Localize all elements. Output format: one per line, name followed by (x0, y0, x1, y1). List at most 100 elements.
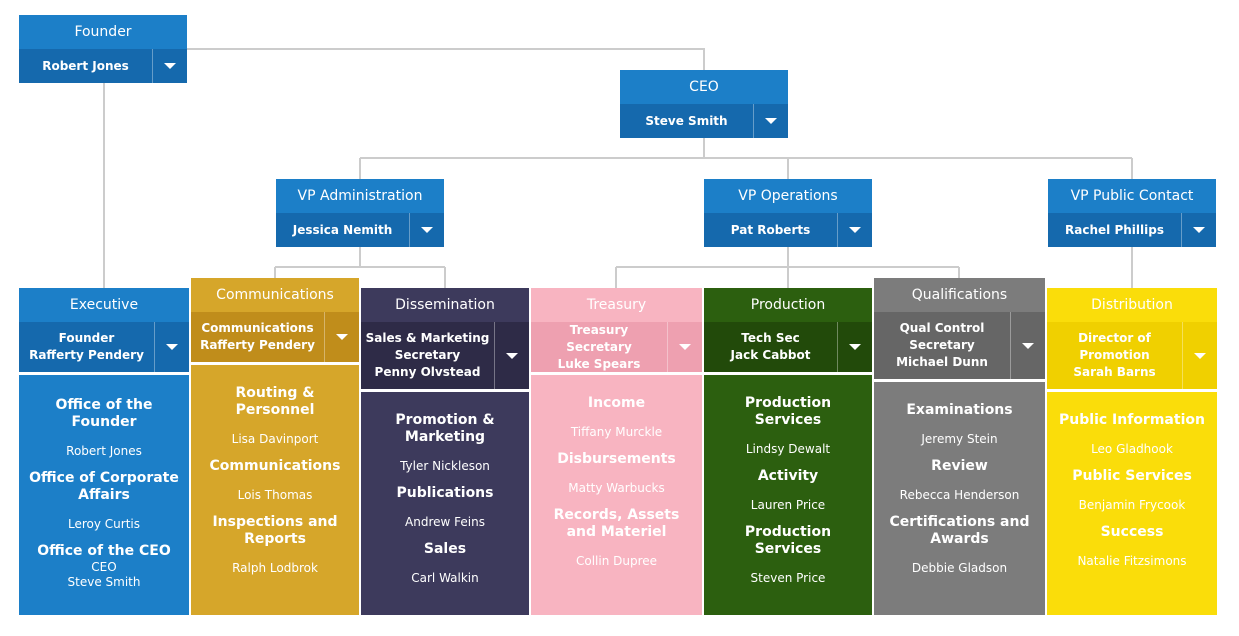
node-title: Communications (191, 278, 359, 312)
panel-dissemination: Promotion & Marketing Tyler Nickleson Pu… (361, 392, 529, 615)
dept-title: Certifications and Awards (889, 514, 1030, 547)
link-ceo-vps (359, 138, 1133, 180)
expand-toggle[interactable] (154, 322, 189, 372)
chevron-down-icon (1193, 227, 1205, 233)
node-title: VP Operations (704, 179, 872, 213)
dept-person: Lois Thomas (237, 488, 313, 502)
dept-title: Promotion & Marketing (395, 412, 495, 445)
chevron-down-icon (166, 344, 178, 350)
chevron-down-icon (1022, 342, 1034, 349)
dept-title: Income (587, 395, 646, 411)
chevron-down-icon (506, 352, 518, 359)
node-name: Communications Rafferty Pendery (200, 321, 315, 352)
dept-person: Andrew Feins (405, 515, 485, 529)
node-title: Founder (19, 15, 187, 49)
node-name: Jessica Nemith (292, 222, 393, 237)
dept-person: Carl Walkin (411, 571, 479, 585)
dept-title: Records, Assets and Materiel (553, 507, 680, 540)
dept-title: Review (931, 458, 988, 474)
dept-title: Communications (209, 458, 341, 474)
node-vp-public-contact[interactable]: VP Public Contact Rachel Phillips (1048, 179, 1216, 247)
node-production[interactable]: Production Tech Sec Jack Cabbot (704, 288, 872, 372)
expand-toggle[interactable] (837, 213, 872, 247)
dept-person: Leo Gladhook (1091, 442, 1173, 456)
expand-toggle[interactable] (753, 104, 788, 138)
dept-title: Publications (396, 485, 494, 501)
node-dissemination[interactable]: Dissemination Sales & Marketing Secretar… (361, 288, 529, 389)
node-executive[interactable]: Executive Founder Rafferty Pendery (19, 288, 189, 372)
dept-person: Rebecca Henderson (899, 488, 1020, 502)
panel-communications: Routing & Personnel Lisa Davinport Commu… (191, 365, 359, 615)
node-treasury[interactable]: Treasury Treasury Secretary Luke Spears (531, 288, 702, 372)
chevron-down-icon (679, 344, 691, 350)
node-title: Treasury (531, 288, 702, 322)
dept-person: Benjamin Frycook (1078, 498, 1186, 512)
chevron-down-icon (336, 334, 348, 340)
dept-person: Lisa Davinport (231, 432, 319, 446)
dept-person: Collin Dupree (575, 554, 658, 568)
dept-person: Natalie Fitzsimons (1077, 554, 1187, 568)
dept-person: Jeremy Stein (921, 432, 998, 446)
expand-toggle[interactable] (667, 322, 702, 372)
dept-title: Office of Corporate Affairs (29, 470, 179, 503)
panel-executive: Office of the Founder Robert Jones Offic… (19, 375, 189, 615)
dept-title: Routing & Personnel (235, 385, 315, 418)
node-name: Pat Roberts (730, 222, 811, 237)
panel-production: Production Services Lindsy Dewalt Activi… (704, 375, 872, 615)
node-name: Sales & Marketing Secretary Penny Olvste… (365, 331, 490, 379)
dept-title: Examinations (906, 402, 1013, 418)
link-founder-ceo (187, 48, 705, 70)
node-name: Tech Sec Jack Cabbot (730, 331, 811, 362)
dept-title: Office of the Founder (55, 397, 153, 430)
dept-title: Activity (757, 468, 819, 484)
chevron-down-icon (164, 63, 176, 69)
expand-toggle[interactable] (837, 322, 872, 372)
dept-title: Production Services (744, 395, 832, 428)
expand-toggle[interactable] (152, 49, 187, 83)
expand-toggle[interactable] (494, 322, 529, 389)
dept-person: Steven Price (750, 571, 826, 585)
dept-title: Public Information (1059, 412, 1205, 428)
chevron-down-icon (849, 344, 861, 350)
expand-toggle[interactable] (1181, 213, 1216, 247)
node-title: Dissemination (361, 288, 529, 322)
node-communications[interactable]: Communications Communications Rafferty P… (191, 278, 359, 362)
node-vp-operations[interactable]: VP Operations Pat Roberts (704, 179, 872, 247)
dept-person: Debbie Gladson (911, 561, 1008, 575)
node-name: Qual Control Secretary Michael Dunn (896, 321, 988, 369)
node-title: CEO (620, 70, 788, 104)
node-name: Founder Rafferty Pendery (29, 331, 144, 362)
node-name: Director of Promotion Sarah Barns (1073, 331, 1156, 379)
node-title: Qualifications (874, 278, 1045, 312)
panel-distribution: Public Information Leo Gladhook Public S… (1047, 392, 1217, 615)
link-vpops-depts (615, 247, 960, 289)
dept-title: Success (1100, 524, 1164, 540)
dept-title: Public Services (1072, 468, 1192, 484)
dept-person: Leroy Curtis (68, 517, 140, 531)
dept-role: CEO (91, 560, 117, 574)
dept-person: Lauren Price (750, 498, 826, 512)
expand-toggle[interactable] (1182, 322, 1217, 389)
node-distribution[interactable]: Distribution Director of Promotion Sarah… (1047, 288, 1217, 389)
dept-person: Tyler Nickleson (400, 459, 490, 473)
chevron-down-icon (421, 227, 433, 233)
node-name: Rachel Phillips (1065, 222, 1164, 237)
node-name: Robert Jones (42, 58, 129, 73)
dept-title: Sales (423, 541, 467, 557)
node-name: Treasury Secretary Luke Spears (557, 322, 641, 371)
node-title: Executive (19, 288, 189, 322)
expand-toggle[interactable] (1010, 312, 1045, 379)
expand-toggle[interactable] (409, 213, 444, 247)
node-qualifications[interactable]: Qualifications Qual Control Secretary Mi… (874, 278, 1045, 379)
panel-qualifications: Examinations Jeremy Stein Review Rebecca… (874, 382, 1045, 615)
node-founder[interactable]: Founder Robert Jones (19, 15, 187, 83)
node-vp-administration[interactable]: VP Administration Jessica Nemith (276, 179, 444, 247)
dept-person: Ralph Lodbrok (232, 561, 318, 575)
dept-person: Matty Warbucks (568, 481, 665, 495)
node-name: Steve Smith (645, 113, 728, 128)
expand-toggle[interactable] (324, 312, 359, 362)
dept-person: Tiffany Murckle (570, 425, 663, 439)
node-ceo[interactable]: CEO Steve Smith (620, 70, 788, 138)
dept-person: Robert Jones (66, 444, 142, 458)
